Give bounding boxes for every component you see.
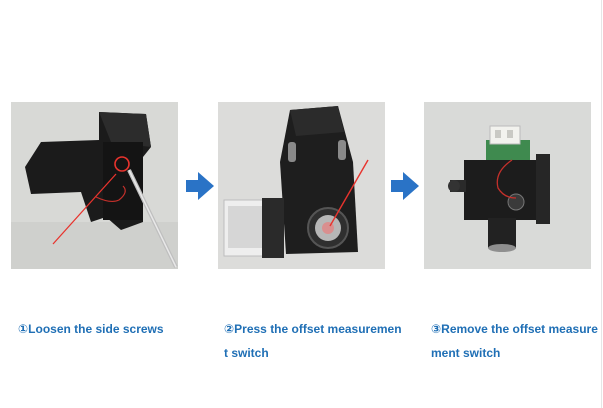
step-3-photo	[424, 102, 591, 269]
right-arrow-icon	[185, 171, 215, 201]
page-edge-rule	[601, 0, 602, 408]
step-2-photo	[218, 102, 385, 269]
right-arrow-icon	[390, 171, 420, 201]
step-1-caption: ①Loosen the side screws	[18, 322, 164, 336]
step-3-caption: ③Remove the offset measurement switch	[431, 322, 598, 360]
step-2-caption: ②Press the offset measurement switch	[224, 322, 402, 360]
step-1-photo	[11, 102, 178, 269]
